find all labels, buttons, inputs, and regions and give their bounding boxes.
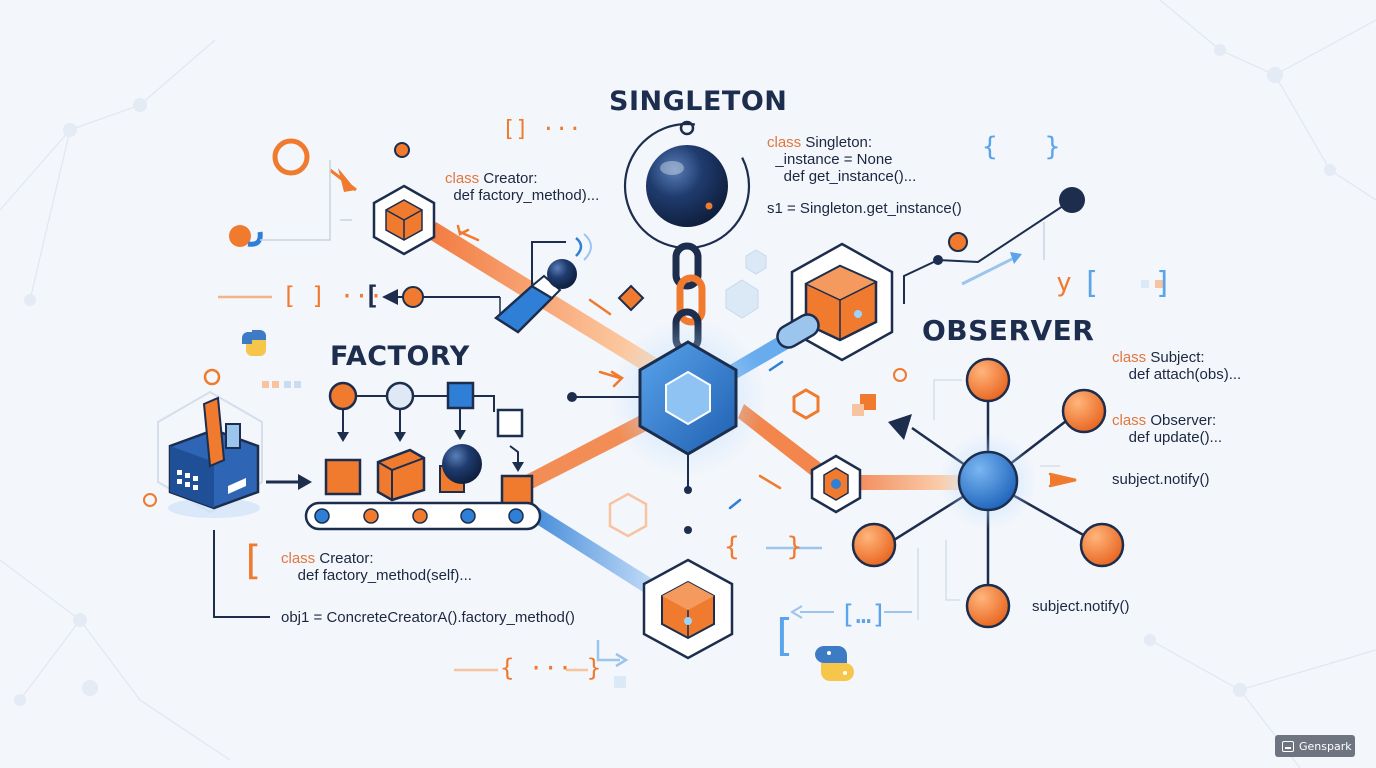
factory-process-row xyxy=(328,381,524,472)
pencil-icon xyxy=(493,233,592,334)
dots-bracket-symbol: […] xyxy=(840,600,887,630)
observer-link-hexagon-icon xyxy=(810,454,862,514)
python-logo-icon xyxy=(242,330,266,356)
code-text: _instance = None xyxy=(767,151,893,168)
keyword: class xyxy=(767,134,802,151)
decor-right-top xyxy=(903,187,1163,304)
brackets-symbol-left: [ ] ··· xyxy=(282,282,384,310)
open-bracket-factory: [ xyxy=(240,538,265,584)
factory-heading: FACTORY xyxy=(330,341,470,372)
code-text: Observer: xyxy=(1146,412,1217,429)
keyword: class xyxy=(1112,412,1147,429)
factory-call: obj1 = ConcreteCreatorA().factory_method… xyxy=(281,609,575,626)
genspark-logo-icon xyxy=(1282,740,1294,752)
conveyor-belt xyxy=(304,501,542,531)
braces-symbol-center: { } xyxy=(724,532,803,562)
factory-products xyxy=(324,444,534,508)
creator-code-top: class Creator: def factory_method)... xyxy=(445,170,599,204)
keyword: class xyxy=(1112,349,1147,366)
subject-code: class Subject: def attach(obs)... xyxy=(1112,349,1241,383)
creator-cube-icon xyxy=(372,184,436,256)
flow-arrows xyxy=(456,224,1077,510)
singleton-sphere-icon xyxy=(623,120,751,250)
keyword: class xyxy=(445,170,480,187)
braces-symbol-bottom: { ··· } xyxy=(500,654,602,682)
python-logo-icon-bottom xyxy=(815,645,854,681)
factory-arrow xyxy=(266,474,312,490)
factory-building-icon xyxy=(143,368,263,518)
code-text: Singleton: xyxy=(801,134,873,151)
bottom-cube-icon xyxy=(642,558,734,660)
watermark-badge: Genspark xyxy=(1275,735,1355,757)
code-text: def factory_method(self)... xyxy=(281,567,472,584)
brackets-symbol-right: [ ] xyxy=(1082,266,1173,301)
notify-call-1: subject.notify() xyxy=(1112,471,1210,488)
code-text: Creator: xyxy=(479,170,538,187)
brackets-symbol: [] ··· xyxy=(502,117,582,142)
factory-code-bracket xyxy=(213,530,270,618)
observer-hub xyxy=(851,357,1125,629)
notify-call-2: subject.notify() xyxy=(1032,598,1130,615)
code-text: Creator: xyxy=(315,550,374,567)
observer-code: class Observer: def update()... xyxy=(1112,412,1222,446)
open-bracket-symbol: [ xyxy=(364,281,380,311)
singleton-heading: SINGLETON xyxy=(609,86,788,117)
y-symbol: y xyxy=(1056,268,1072,298)
code-text: Subject: xyxy=(1146,349,1205,366)
decor-top-left xyxy=(218,138,501,320)
code-text: def factory_method)... xyxy=(445,187,600,204)
watermark-label: Genspark xyxy=(1299,739,1352,753)
decor-observer xyxy=(262,368,912,688)
creator-code-bottom: class Creator: def factory_method(self).… xyxy=(281,550,472,584)
open-bracket-bottom: [ xyxy=(770,610,797,661)
central-hexagon-icon xyxy=(567,320,766,534)
braces-symbol: { } xyxy=(982,132,1061,162)
observer-heading: OBSERVER xyxy=(922,314,1095,347)
code-text: def get_instance()... xyxy=(767,168,917,185)
keyword: class xyxy=(281,550,316,567)
background-nodes xyxy=(14,44,1336,706)
right-cube-icon xyxy=(776,242,894,362)
decor-mid xyxy=(608,249,767,538)
code-text: def attach(obs)... xyxy=(1112,366,1242,383)
singleton-code: class Singleton: _instance = None def ge… xyxy=(767,134,916,185)
code-text: def update()... xyxy=(1112,429,1223,446)
singleton-call: s1 = Singleton.get_instance() xyxy=(767,200,962,217)
